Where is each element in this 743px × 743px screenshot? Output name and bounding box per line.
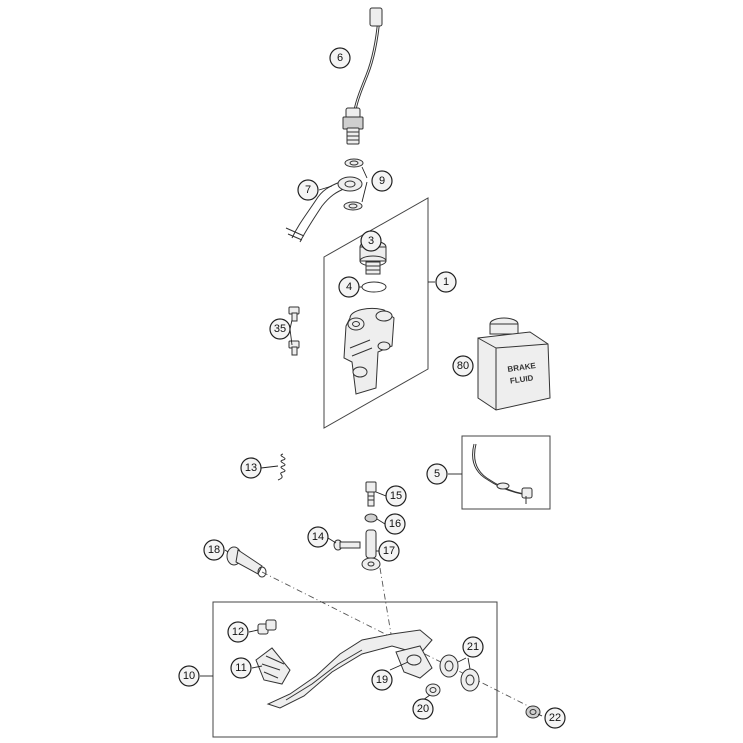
callout-14: 14 <box>307 526 329 548</box>
callout-3-label: 3 <box>368 235 374 247</box>
callout-4-label: 4 <box>346 281 352 293</box>
hose-clip-frame <box>461 435 551 510</box>
part-washers <box>343 158 364 211</box>
callout-7-label: 7 <box>305 184 311 196</box>
callout-19-label: 19 <box>376 674 388 686</box>
callout-35-label: 35 <box>274 323 286 335</box>
callout-10: 10 <box>178 665 200 687</box>
callout-17-label: 17 <box>383 545 395 557</box>
leader-lines <box>200 166 543 717</box>
part-master-cylinder <box>343 307 395 395</box>
callout-7: 7 <box>297 179 319 201</box>
callout-16: 16 <box>384 513 406 535</box>
bottle-label-line1: BRAKE <box>507 361 537 374</box>
bottle-label-line2: FLUID <box>509 373 534 385</box>
callout-1: 1 <box>435 271 457 293</box>
callout-9-label: 9 <box>379 175 385 187</box>
callout-20: 20 <box>412 698 434 720</box>
callout-21: 21 <box>462 636 484 658</box>
part-brake-pedal <box>266 629 433 709</box>
callout-6: 6 <box>329 47 351 69</box>
callout-16-label: 16 <box>389 518 401 530</box>
callout-19: 19 <box>371 669 393 691</box>
callout-3: 3 <box>360 230 382 252</box>
part-nut <box>364 513 378 523</box>
part-pedal-clips <box>257 619 277 635</box>
callout-80-label: 80 <box>457 360 469 372</box>
callout-17: 17 <box>378 540 400 562</box>
callout-22-label: 22 <box>549 712 561 724</box>
callout-4: 4 <box>338 276 360 298</box>
callout-15-label: 15 <box>390 490 402 502</box>
callout-18: 18 <box>203 539 225 561</box>
part-clevis-pin <box>333 539 361 551</box>
callout-13: 13 <box>240 457 262 479</box>
callout-13-label: 13 <box>245 462 257 474</box>
callout-21-label: 21 <box>467 641 479 653</box>
part-push-rod <box>365 481 377 507</box>
callout-15: 15 <box>385 485 407 507</box>
part-bearings <box>439 654 480 692</box>
callout-12: 12 <box>227 621 249 643</box>
callout-9: 9 <box>371 170 393 192</box>
assembly-line-rod <box>379 567 393 641</box>
callout-14-label: 14 <box>312 531 324 543</box>
callout-20-label: 20 <box>417 703 429 715</box>
callout-80: 80 <box>452 355 474 377</box>
callout-12-label: 12 <box>232 626 244 638</box>
part-o-ring <box>361 281 387 293</box>
part-brake-fluid-bottle: BRAKE FLUID <box>477 317 551 411</box>
part-clevis <box>361 529 381 571</box>
brake-pedal-frame <box>212 601 498 738</box>
switch-connector <box>369 7 383 27</box>
callout-11-label: 11 <box>235 662 246 674</box>
callout-18-label: 18 <box>208 544 220 556</box>
callout-5: 5 <box>426 463 448 485</box>
callout-6-label: 6 <box>337 52 343 64</box>
part-spring <box>277 453 286 481</box>
part-pivot-bolt <box>226 546 267 578</box>
callout-1-label: 1 <box>443 276 449 288</box>
callout-35: 35 <box>269 318 291 340</box>
part-pivot-nut <box>525 705 541 719</box>
part-brake-light-switch <box>342 7 383 145</box>
part-hose-clip <box>472 443 533 504</box>
part-pedal-tip <box>255 647 291 685</box>
callout-10-label: 10 <box>183 670 195 682</box>
callout-22: 22 <box>544 707 566 729</box>
callout-11: 11 <box>230 657 252 679</box>
callout-5-label: 5 <box>434 468 440 480</box>
master-cylinder-frame <box>323 197 429 429</box>
part-bushing <box>425 683 441 697</box>
